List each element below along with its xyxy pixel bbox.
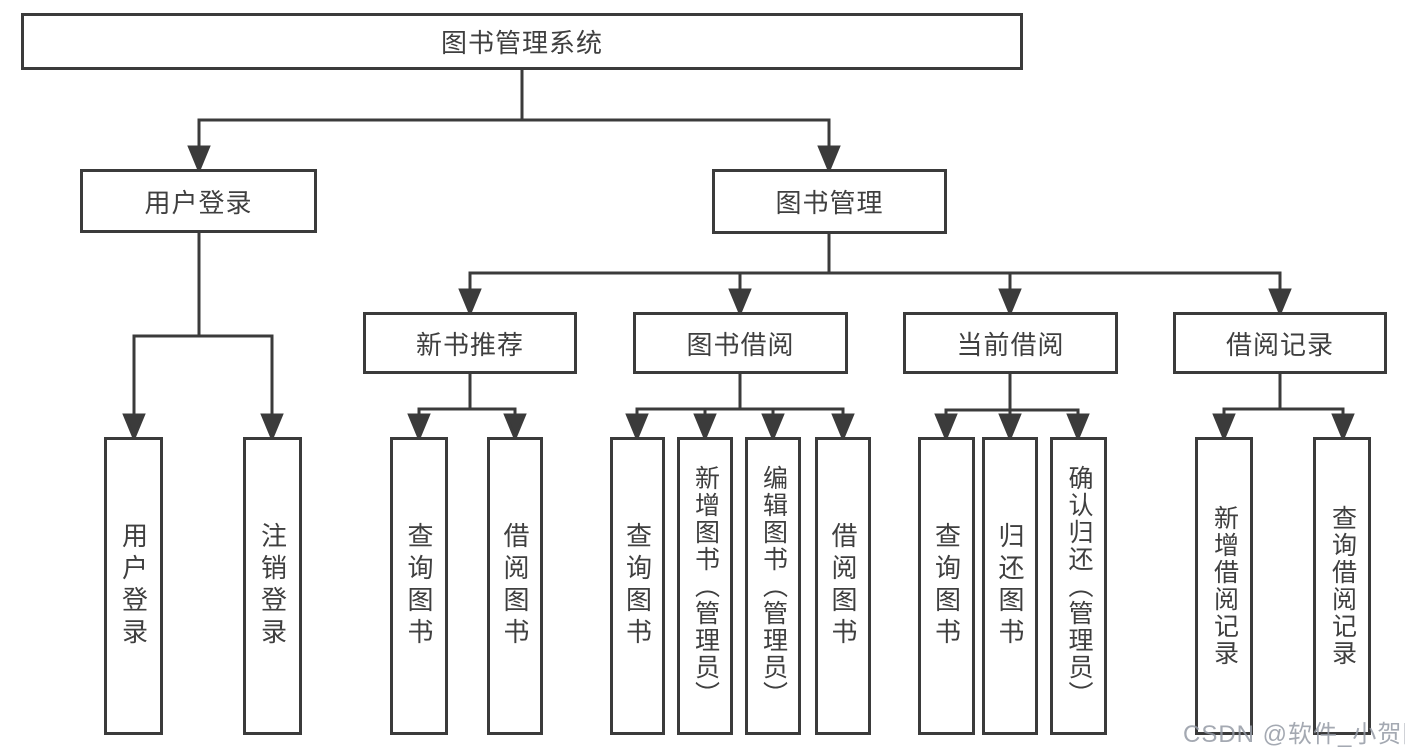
node-leaf-add-books-admin: 新增图书（管理员） — [677, 437, 733, 735]
arrowhead — [458, 288, 482, 317]
arrowhead — [625, 413, 649, 442]
node-user-login-group: 用户登录 — [80, 169, 317, 233]
node-label: 查询图书 — [931, 522, 962, 650]
arrowhead — [817, 145, 841, 174]
arrowhead — [761, 413, 785, 442]
node-leaf-borrow-books-1: 借阅图书 — [487, 437, 543, 735]
arrowhead — [831, 413, 855, 442]
connector-root — [187, 70, 841, 174]
node-leaf-query-books-1: 查询图书 — [390, 437, 448, 735]
connector-user-login — [122, 233, 284, 442]
node-label: 图书管理 — [775, 188, 884, 218]
node-label: 新增借阅记录 — [1210, 505, 1239, 667]
arrowhead — [122, 413, 146, 442]
node-new-book-recommend: 新书推荐 — [363, 312, 577, 374]
arrowhead — [260, 413, 284, 442]
connector-borrowing-records — [1212, 374, 1355, 442]
node-leaf-query-books-2: 查询图书 — [610, 437, 665, 735]
node-label: 查询图书 — [622, 522, 653, 650]
node-label: 借阅记录 — [1225, 329, 1334, 360]
node-leaf-query-books-3: 查询图书 — [918, 437, 975, 735]
connector-current-borrowing — [934, 374, 1090, 442]
arrowhead — [503, 413, 527, 442]
node-book-management: 图书管理 — [712, 169, 947, 234]
node-leaf-query-borrow-record: 查询借阅记录 — [1313, 437, 1371, 735]
node-borrowing-records: 借阅记录 — [1173, 312, 1387, 374]
node-label: 确认归还（管理员） — [1065, 464, 1093, 708]
node-leaf-logout: 注销登录 — [243, 437, 302, 735]
node-book-borrowing: 图书借阅 — [633, 312, 848, 374]
node-label: 用户登录 — [144, 187, 253, 218]
arrowhead — [728, 288, 752, 317]
node-label: 图书借阅 — [686, 329, 795, 360]
arrowhead — [693, 413, 717, 442]
node-library-management-system: 图书管理系统 — [21, 13, 1023, 70]
arrowhead — [1268, 288, 1292, 317]
node-label: 图书管理系统 — [440, 28, 603, 58]
arrowhead — [407, 413, 431, 442]
node-label: 当前借阅 — [956, 329, 1065, 360]
arrowhead — [1331, 413, 1355, 442]
arrowhead — [998, 288, 1022, 317]
node-label: 注销登录 — [257, 522, 288, 650]
connector-new-book-recommend — [407, 374, 527, 442]
node-label: 借阅图书 — [828, 522, 858, 650]
node-leaf-borrow-books-2: 借阅图书 — [815, 437, 871, 735]
node-label: 新增图书（管理员） — [691, 464, 720, 708]
arrowhead — [1212, 413, 1236, 442]
node-label: 新书推荐 — [415, 329, 524, 360]
arrowhead — [998, 413, 1022, 442]
node-label: 查询图书 — [404, 522, 434, 650]
node-leaf-add-borrow-record: 新增借阅记录 — [1195, 437, 1253, 735]
node-current-borrowing: 当前借阅 — [903, 312, 1118, 374]
node-leaf-edit-books-admin: 编辑图书（管理员） — [745, 437, 801, 735]
node-label: 归还图书 — [995, 522, 1025, 650]
watermark: CSDN @软件_小贺同学 — [1183, 721, 1405, 747]
node-leaf-confirm-return-admin: 确认归还（管理员） — [1050, 437, 1107, 735]
connector-book-management — [458, 234, 1292, 317]
node-label: 借阅图书 — [500, 522, 530, 650]
node-label: 编辑图书（管理员） — [759, 464, 788, 708]
connector-book-borrowing — [625, 374, 855, 442]
arrowhead — [934, 413, 958, 442]
node-label: 查询借阅记录 — [1328, 505, 1357, 667]
arrowhead — [187, 145, 211, 174]
arrowhead — [1066, 413, 1090, 442]
node-leaf-return-books: 归还图书 — [982, 437, 1038, 735]
node-label: 用户登录 — [118, 522, 149, 650]
node-leaf-user-login: 用户登录 — [104, 437, 163, 735]
